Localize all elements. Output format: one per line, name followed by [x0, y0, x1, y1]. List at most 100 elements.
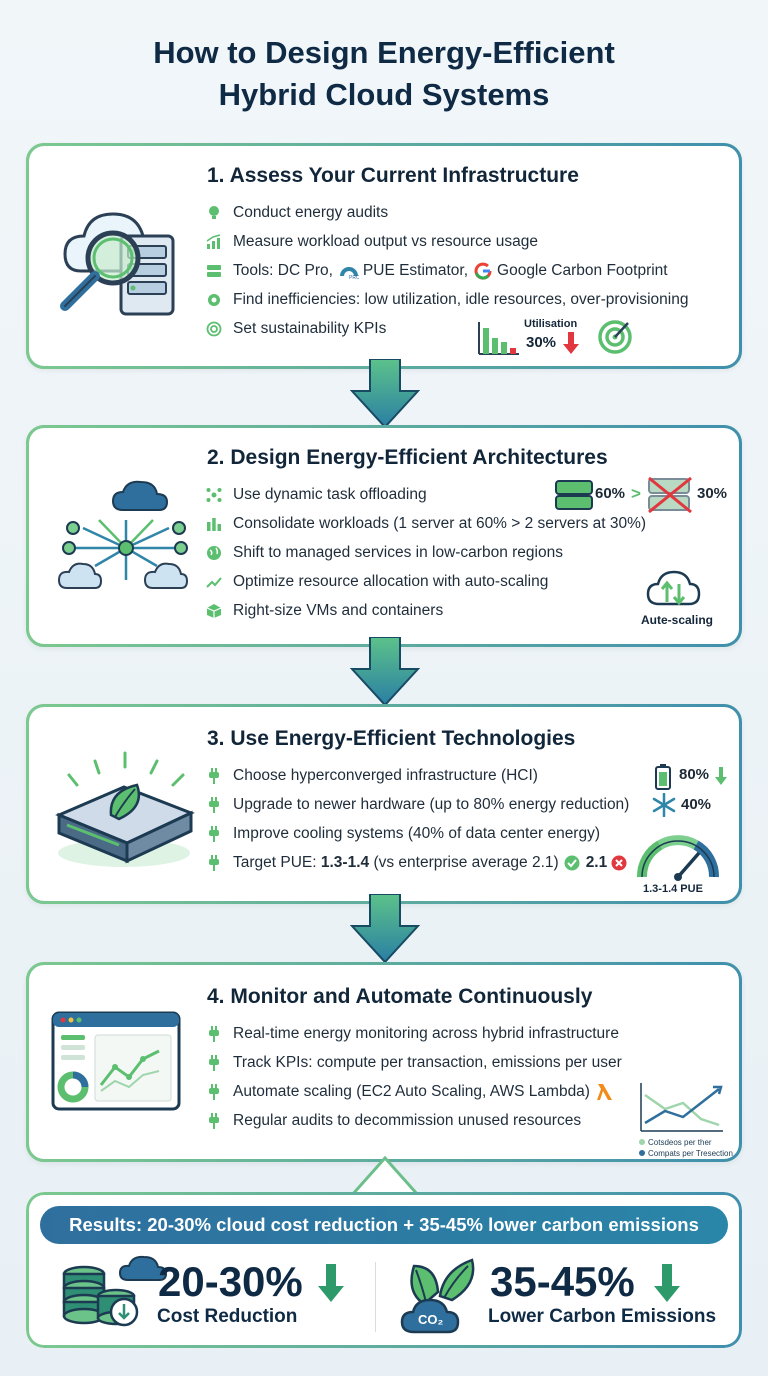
list-item: Regular audits to decommission unused re…: [205, 1106, 622, 1135]
tools-prefix: Tools: DC Pro,: [233, 261, 333, 279]
check-icon: [564, 855, 580, 871]
list-item: Right-size VMs and containers: [205, 596, 646, 625]
list-item: Improve cooling systems (40% of data cen…: [205, 819, 629, 848]
legend-item: Compats per Tresection: [639, 1148, 733, 1159]
list-item: Consolidate workloads (1 server at 60% >…: [205, 509, 646, 538]
co2-label: CO₂: [418, 1312, 444, 1327]
section-2-heading: 2. Design Energy-Efficient Architectures: [207, 446, 608, 469]
section-3-heading: 3. Use Energy-Efficient Technologies: [207, 727, 576, 750]
pue-prefix: Target PUE:: [233, 853, 321, 871]
down-arrow-icon: [715, 767, 727, 785]
monitoring-dashboard-icon: [51, 1011, 181, 1111]
section-1-list: Conduct energy audits Measure workload o…: [205, 198, 688, 343]
list-item-text: Right-size VMs and containers: [233, 601, 444, 619]
snowflake-icon: [652, 793, 676, 817]
list-item: Shift to managed services in low-carbon …: [205, 538, 646, 567]
target-check-icon: [598, 320, 632, 354]
list-item: Automate scaling (EC2 Auto Scaling, AWS …: [205, 1077, 622, 1106]
list-item: Track KPIs: compute per transaction, emi…: [205, 1048, 622, 1077]
green-server-leaf-icon: [55, 751, 195, 867]
tools-pue: PUE Estimator,: [362, 261, 469, 279]
list-item-text: Improve cooling systems (40% of data cen…: [233, 824, 601, 842]
list-item: Measure workload output vs resource usag…: [205, 227, 688, 256]
title-line-1: How to Design Energy-Efficient: [153, 35, 615, 70]
list-item: Tools: DC Pro, PRO PUE Estimator, Google…: [205, 256, 688, 285]
plug-icon: [205, 1025, 223, 1043]
down-arrow-icon: [563, 332, 579, 354]
flow-arrow-down-icon: [350, 637, 420, 707]
results-divider: [375, 1262, 376, 1332]
lightbulb-icon: [205, 204, 223, 222]
idle-servers-crossed-icon: [648, 476, 692, 514]
list-item-text: Consolidate workloads (1 server at 60% >…: [233, 514, 647, 532]
chart-up-icon: [205, 233, 223, 251]
down-arrow-icon: [318, 1264, 344, 1302]
target-icon: [205, 320, 223, 338]
section-3-list: Choose hyperconverged infrastructure (HC…: [205, 761, 629, 877]
box-icon: [205, 602, 223, 620]
list-item-text: Upgrade to newer hardware (up to 80% ene…: [233, 795, 630, 813]
plug-icon: [205, 1054, 223, 1072]
plug-icon: [205, 825, 223, 843]
bad-pue-value: 2.1: [585, 853, 608, 871]
list-item: Use dynamic task offloading: [205, 480, 646, 509]
section-technologies: 3. Use Energy-Efficient Technologies Cho…: [26, 704, 742, 904]
cost-reduction-label: Cost Reduction: [157, 1306, 298, 1327]
list-item-text: Real-time energy monitoring across hybri…: [233, 1024, 619, 1042]
server-separator: >: [631, 484, 641, 503]
list-item: Optimize resource allocation with auto-s…: [205, 567, 646, 596]
active-server-icon: [555, 480, 593, 510]
flow-arrow-down-icon: [350, 359, 420, 429]
coins-cloud-icon: [62, 1255, 168, 1327]
list-item-text: Automate scaling (EC2 Auto Scaling, AWS …: [233, 1082, 590, 1100]
cloud-magnifier-server-icon: [60, 212, 175, 316]
autoscaling-label: Aute-scaling: [641, 613, 714, 627]
tools-google: Google Carbon Footprint: [497, 261, 668, 279]
list-item-text: Measure workload output vs resource usag…: [233, 232, 538, 250]
battery-icon: [655, 764, 671, 790]
google-icon: [474, 262, 492, 280]
server-icon: [205, 262, 223, 280]
utilisation-label: Utilisation: [524, 318, 578, 330]
cost-reduction-value: 20-30%: [158, 1258, 303, 1305]
plug-icon: [205, 1112, 223, 1130]
legend-label: Cotsdeos per ther: [648, 1138, 712, 1147]
list-item: Target PUE: 1.3-1.4 (vs enterprise avera…: [205, 848, 629, 877]
section-design: 2. Design Energy-Efficient Architectures…: [26, 425, 742, 647]
list-item-text: Shift to managed services in low-carbon …: [233, 543, 563, 561]
list-item: Set sustainability KPIs: [205, 314, 688, 343]
flow-arrow-down-icon: [350, 894, 420, 964]
section-4-list: Real-time energy monitoring across hybri…: [205, 1019, 622, 1135]
list-item-text: Choose hyperconverged infrastructure (HC…: [233, 766, 538, 784]
utilisation-value: 30%: [526, 334, 557, 351]
trend-chart-icon: [640, 1083, 723, 1132]
list-item: Choose hyperconverged infrastructure (HC…: [205, 761, 629, 790]
section-4-heading: 4. Monitor and Automate Continuously: [207, 985, 593, 1008]
server-a-value: 60%: [595, 485, 626, 502]
plug-icon: [205, 854, 223, 872]
title-line-2: Hybrid Cloud Systems: [218, 77, 550, 112]
plug-icon: [205, 1083, 223, 1101]
lambda-icon: [596, 1082, 614, 1102]
down-arrow-icon: [654, 1264, 680, 1302]
list-item-text: Track KPIs: compute per transaction, emi…: [233, 1053, 622, 1071]
autoscaling-cloud-icon: [646, 570, 701, 606]
utilisation-bar-chart-icon: [478, 322, 519, 355]
plug-icon: [205, 767, 223, 785]
gauge-label: 1.3-1.4 PUE: [643, 883, 703, 895]
bar-chart-icon: [205, 515, 223, 533]
section-assess: 1. Assess Your Current Infrastructure Co…: [26, 143, 742, 369]
pue-gauge-icon: [637, 835, 719, 881]
list-item: Real-time energy monitoring across hybri…: [205, 1019, 622, 1048]
legend-item: Cotsdeos per ther: [639, 1137, 733, 1148]
list-item-text: Regular audits to decommission unused re…: [233, 1111, 582, 1129]
results-connector: [350, 1155, 420, 1196]
list-item: Upgrade to newer hardware (up to 80% ene…: [205, 790, 629, 819]
cooling-value: 40%: [681, 796, 712, 813]
cross-icon: [611, 855, 627, 871]
trend-up-icon: [205, 573, 223, 591]
list-item-text: Conduct energy audits: [233, 203, 389, 221]
section-2-list: Use dynamic task offloading Consolidate …: [205, 480, 646, 625]
carbon-reduction-label: Lower Carbon Emissions: [488, 1306, 717, 1327]
network-icon: [205, 486, 223, 504]
